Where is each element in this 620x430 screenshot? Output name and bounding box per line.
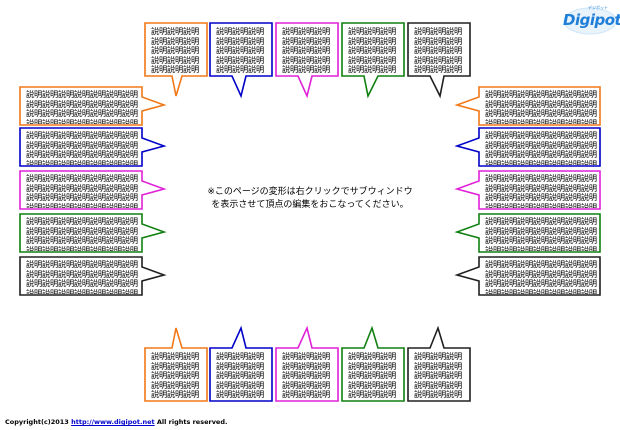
left-callout-text-3: 説明説明説明説明説明説明説明説明説明説明説明説明説明説明説明説明説明説明説明説明… bbox=[26, 174, 138, 208]
logo-text: Digipot bbox=[563, 11, 620, 29]
bottom-callout-text-1: 説明説明説明説明説明説明説明説明説明説明説明説明説明説明説明説明説明説明説明説明… bbox=[151, 352, 199, 399]
right-callout-1 bbox=[454, 86, 601, 126]
center-note-line-2: を表示させて頂点の編集をおこなってください。 bbox=[211, 200, 409, 210]
left-callout-5 bbox=[19, 256, 167, 296]
bottom-callout-1 bbox=[144, 327, 208, 402]
top-callout-2 bbox=[209, 22, 273, 99]
bottom-callout-2 bbox=[209, 325, 273, 402]
left-callout-text-2: 説明説明説明説明説明説明説明説明説明説明説明説明説明説明説明説明説明説明説明説明… bbox=[26, 131, 138, 165]
right-callout-5 bbox=[454, 256, 601, 296]
copyright-footer: Copyright(c)2013 http://www.digipot.net … bbox=[5, 418, 227, 426]
top-callout-3 bbox=[275, 22, 339, 99]
right-callout-text-2: 説明説明説明説明説明説明説明説明説明説明説明説明説明説明説明説明説明説明説明説明… bbox=[485, 131, 597, 165]
top-callout-text-2: 説明説明説明説明説明説明説明説明説明説明説明説明説明説明説明説明説明説明説明説明… bbox=[216, 27, 264, 74]
copyright-suffix: All rights reserved. bbox=[156, 418, 228, 426]
right-callout-4 bbox=[454, 213, 601, 253]
copyright-link[interactable]: http://www.digipot.net bbox=[71, 418, 155, 426]
left-callout-4 bbox=[19, 213, 167, 253]
logo-subtext: デジポット bbox=[588, 5, 608, 10]
top-callout-5 bbox=[407, 22, 471, 99]
copyright-prefix: Copyright(c)2013 bbox=[5, 418, 69, 426]
bottom-callout-text-2: 説明説明説明説明説明説明説明説明説明説明説明説明説明説明説明説明説明説明説明説明… bbox=[216, 352, 264, 399]
right-callout-3 bbox=[454, 170, 601, 210]
top-callout-1 bbox=[144, 22, 208, 97]
left-callout-text-5: 説明説明説明説明説明説明説明説明説明説明説明説明説明説明説明説明説明説明説明説明… bbox=[26, 260, 138, 294]
right-callout-text-4: 説明説明説明説明説明説明説明説明説明説明説明説明説明説明説明説明説明説明説明説明… bbox=[485, 217, 597, 251]
bottom-callout-text-4: 説明説明説明説明説明説明説明説明説明説明説明説明説明説明説明説明説明説明説明説明… bbox=[348, 352, 396, 399]
bottom-callout-5 bbox=[407, 325, 471, 402]
top-callout-text-3: 説明説明説明説明説明説明説明説明説明説明説明説明説明説明説明説明説明説明説明説明… bbox=[282, 27, 330, 74]
right-callout-text-5: 説明説明説明説明説明説明説明説明説明説明説明説明説明説明説明説明説明説明説明説明… bbox=[485, 260, 597, 294]
right-callout-text-1: 説明説明説明説明説明説明説明説明説明説明説明説明説明説明説明説明説明説明説明説明… bbox=[485, 90, 597, 124]
left-callout-text-4: 説明説明説明説明説明説明説明説明説明説明説明説明説明説明説明説明説明説明説明説明… bbox=[26, 217, 138, 251]
bottom-callout-3 bbox=[275, 325, 339, 402]
left-callout-2 bbox=[19, 127, 167, 167]
top-callout-text-5: 説明説明説明説明説明説明説明説明説明説明説明説明説明説明説明説明説明説明説明説明… bbox=[414, 27, 462, 74]
left-callout-3 bbox=[19, 170, 167, 210]
right-callout-2 bbox=[454, 127, 601, 167]
top-callout-text-1: 説明説明説明説明説明説明説明説明説明説明説明説明説明説明説明説明説明説明説明説明… bbox=[151, 27, 199, 74]
top-callout-4 bbox=[341, 22, 405, 99]
center-note-line-1: ※このページの変形は右クリックでサブウィンドウ bbox=[207, 187, 413, 197]
left-callout-text-1: 説明説明説明説明説明説明説明説明説明説明説明説明説明説明説明説明説明説明説明説明… bbox=[26, 90, 138, 124]
bottom-callout-text-3: 説明説明説明説明説明説明説明説明説明説明説明説明説明説明説明説明説明説明説明説明… bbox=[282, 352, 330, 399]
center-note: ※このページの変形は右クリックでサブウィンドウ を表示させて頂点の編集をおこなっ… bbox=[150, 186, 470, 212]
top-callout-text-4: 説明説明説明説明説明説明説明説明説明説明説明説明説明説明説明説明説明説明説明説明… bbox=[348, 27, 396, 74]
bottom-callout-4 bbox=[341, 325, 405, 402]
digipot-logo bbox=[563, 4, 617, 36]
bottom-callout-text-5: 説明説明説明説明説明説明説明説明説明説明説明説明説明説明説明説明説明説明説明説明… bbox=[414, 352, 462, 399]
left-callout-1 bbox=[19, 86, 167, 126]
right-callout-text-3: 説明説明説明説明説明説明説明説明説明説明説明説明説明説明説明説明説明説明説明説明… bbox=[485, 174, 597, 208]
